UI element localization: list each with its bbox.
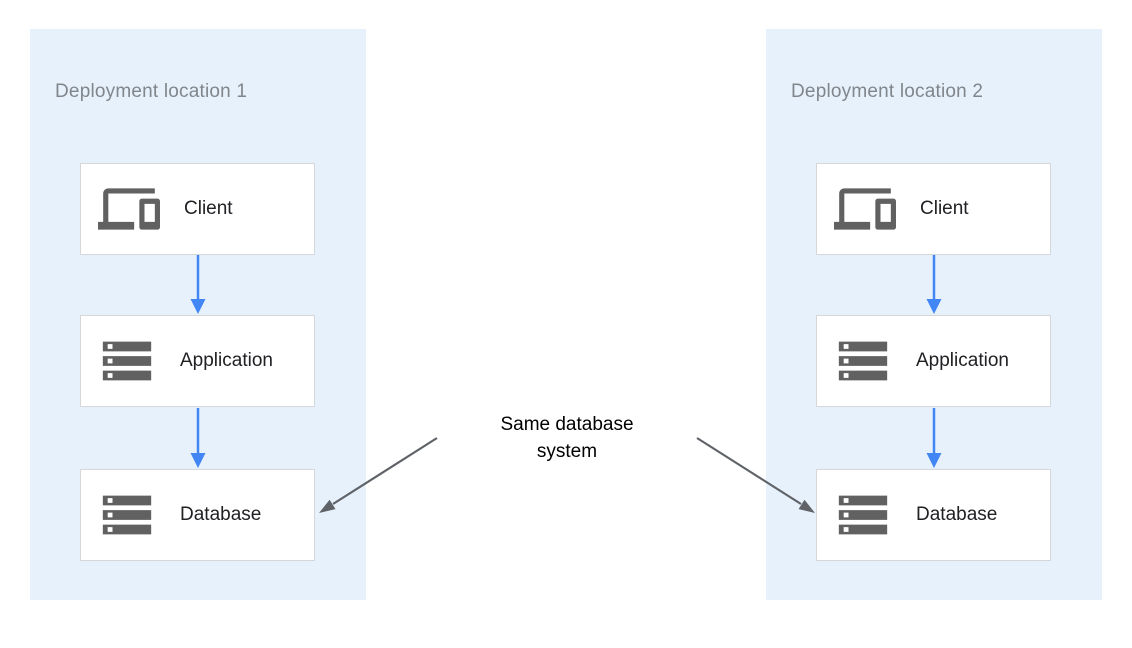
server-stack-icon xyxy=(834,486,892,544)
application-node: Application xyxy=(816,315,1051,407)
devices-icon xyxy=(98,178,160,240)
panel-title: Deployment location 1 xyxy=(55,81,248,102)
node-label: Application xyxy=(916,350,1009,371)
server-stack-icon xyxy=(834,332,892,390)
node-label: Client xyxy=(920,198,969,219)
client-node: Client xyxy=(816,163,1051,255)
node-label: Client xyxy=(184,198,233,219)
annotation-line-1: Same database xyxy=(500,414,634,435)
deployment-location-1-panel: Deployment location 1 Client Application xyxy=(30,29,366,600)
node-label: Database xyxy=(180,504,262,525)
panel-title: Deployment location 2 xyxy=(791,81,984,102)
devices-icon xyxy=(834,178,896,240)
node-label: Application xyxy=(180,350,273,371)
application-node: Application xyxy=(80,315,315,407)
deployment-location-2-panel: Deployment location 2 Client Application xyxy=(766,29,1102,600)
server-stack-icon xyxy=(98,486,156,544)
annotation-line-2: system xyxy=(536,441,598,462)
database-node: Database xyxy=(816,469,1051,561)
node-label: Database xyxy=(916,504,998,525)
same-database-system-label: Same database system xyxy=(442,411,692,465)
server-stack-icon xyxy=(98,332,156,390)
client-node: Client xyxy=(80,163,315,255)
database-node: Database xyxy=(80,469,315,561)
